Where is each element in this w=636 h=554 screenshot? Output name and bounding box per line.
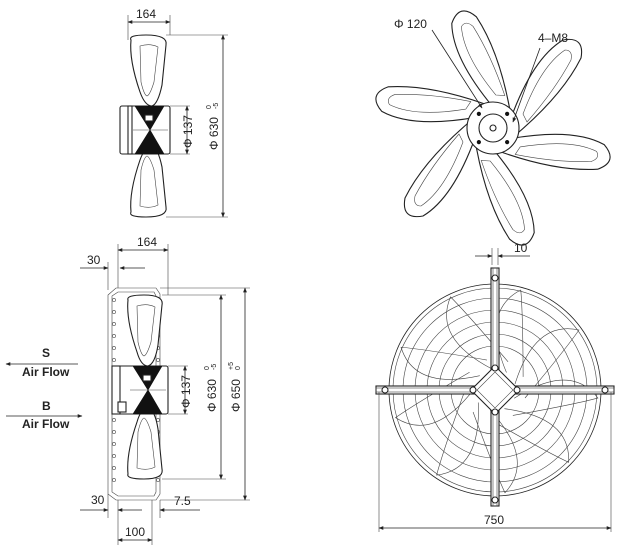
dim-width-bottom: 164 <box>137 235 157 249</box>
dim-hub-dia-top: Φ 137 <box>181 115 195 148</box>
dim-bore: Φ 120 <box>394 17 427 31</box>
airflow-s-letter: S <box>42 346 50 360</box>
rivet-dot <box>156 358 160 362</box>
airflow-s-label: Air Flow <box>22 365 70 379</box>
dim-hub-dia-bottom: Φ 137 <box>179 375 193 408</box>
impeller-blade <box>510 38 583 133</box>
rivet-dot <box>112 454 116 458</box>
guard-blade <box>514 328 580 399</box>
rivet-dot <box>112 466 116 470</box>
dim-fan-dia-bottom: Φ 630 <box>205 379 219 412</box>
rivet-dot <box>112 418 116 422</box>
dim-depth: 100 <box>125 525 145 539</box>
guard-dims: 10 750 <box>378 241 612 532</box>
mount-hole <box>491 364 499 372</box>
impeller-blade <box>451 10 511 109</box>
dim-fan-dia-top: Φ 630 <box>207 117 221 150</box>
tol-lower-fan-bottom: -5 <box>211 364 218 370</box>
mount-hole <box>601 386 609 394</box>
rivet-dot <box>112 346 116 350</box>
mount-hole <box>476 111 481 116</box>
mount-hole <box>476 140 481 145</box>
mount-hole <box>505 111 510 116</box>
impeller-blade <box>475 147 535 246</box>
side-view-top: 164 Φ 137 Φ 630 0 -5 <box>119 7 228 218</box>
dim-overall: 750 <box>484 513 504 527</box>
rivet-dot <box>112 442 116 446</box>
mount-hole <box>381 386 389 394</box>
impeller-center <box>489 124 497 132</box>
tol-upper-guard: +5 <box>228 362 235 370</box>
guard-blade <box>496 289 524 377</box>
rivet-dot <box>112 298 116 302</box>
guard-blade <box>436 392 479 476</box>
airflow-legend: S Air Flow B Air Flow <box>5 346 83 431</box>
impeller-labels: Φ 120 4–M8 <box>394 17 568 123</box>
tol-upper-top: 0 <box>206 105 213 109</box>
airflow-b-letter: B <box>42 399 51 413</box>
mount-hole <box>491 274 499 282</box>
dim-offset-top: 30 <box>87 253 101 267</box>
tol-lower-guard: 0 <box>235 366 242 370</box>
rivet-dot <box>156 478 160 482</box>
impeller-blade <box>403 123 476 218</box>
rivet-dot <box>112 322 116 326</box>
tol-lower-top: -5 <box>213 103 220 109</box>
side-view-bottom: 164 30 Φ 137 Φ 630 0 -5 Φ 650 +5 0 30 7. <box>80 235 250 545</box>
guard-blade <box>472 410 518 494</box>
guard-blade <box>400 346 487 380</box>
dim-bar-width: 10 <box>514 241 528 255</box>
impeller-front-view <box>375 10 611 246</box>
mount-hole <box>505 140 510 145</box>
rivet-dot <box>112 478 116 482</box>
guard-blade <box>492 408 569 463</box>
rivet-dot <box>112 430 116 434</box>
dim-flange: 7.5 <box>174 494 191 508</box>
mount-hole <box>469 386 477 394</box>
rivet-dot <box>112 310 116 314</box>
guard-blade <box>446 296 509 370</box>
mount-hole <box>491 496 499 504</box>
impeller-blade <box>501 133 611 171</box>
guard-blade <box>512 379 599 416</box>
dim-holes: 4–M8 <box>538 31 568 45</box>
dim-width-top: 164 <box>136 7 156 21</box>
airflow-b-label: Air Flow <box>22 417 70 431</box>
mount-hole <box>491 408 499 416</box>
dim-offset-bottom: 30 <box>91 493 105 507</box>
dim-guard-dia: Φ 650 <box>229 379 243 412</box>
mount-hole <box>513 386 521 394</box>
guard-blade <box>395 371 475 426</box>
guard-front-view <box>375 267 615 507</box>
tol-upper-fan-bottom: 0 <box>204 366 211 370</box>
rivet-dot <box>112 334 116 338</box>
guard-center-plate <box>476 371 514 409</box>
rivet-dot <box>112 358 116 362</box>
impeller-blade <box>375 85 485 123</box>
